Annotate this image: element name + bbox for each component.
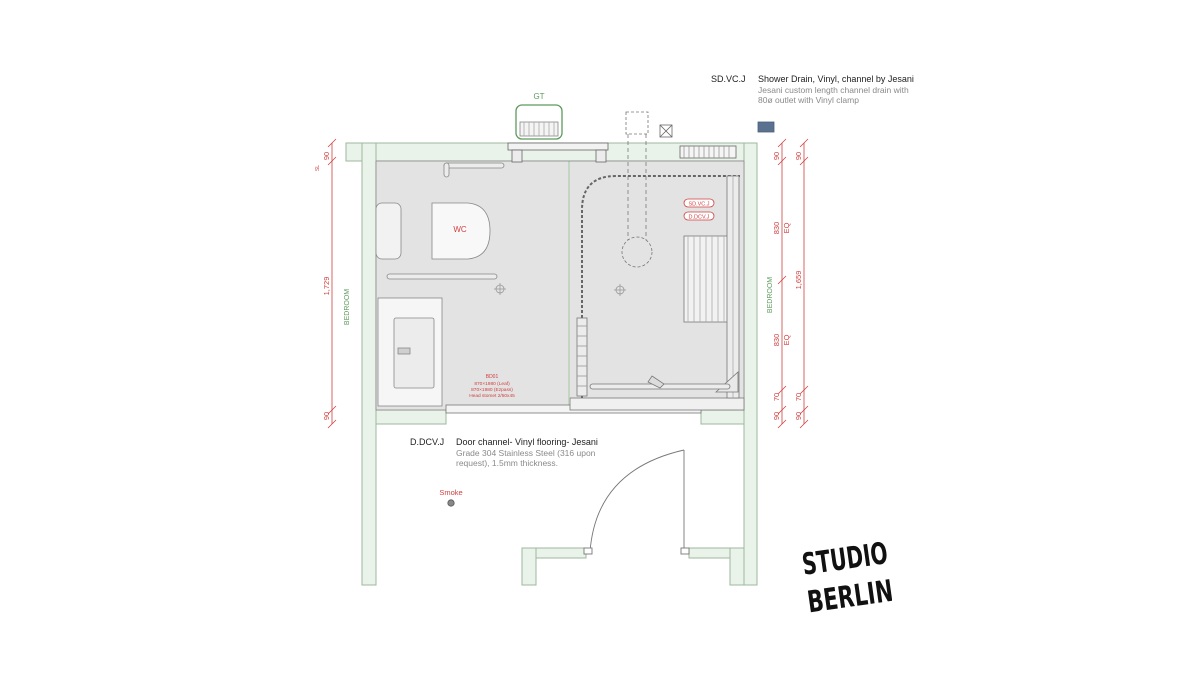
studio-berlin-logo: STUDIO BERLIN xyxy=(800,536,892,620)
dim-left-main: 1,729 xyxy=(322,277,331,296)
door-tag-line2: 870×1980 (Ezpass) xyxy=(471,387,513,393)
dim-ri-lower-eq: EQ xyxy=(782,334,791,345)
dim-ri-upper-value: 830 xyxy=(772,222,781,235)
dim-ri-top: 90 xyxy=(772,152,781,160)
door-channel-title: Door channel- Vinyl flooring- Jesani xyxy=(456,437,598,447)
door-tag-line1: 870×1980 (Leaf) xyxy=(474,381,510,387)
left-wall xyxy=(361,142,377,586)
right-wall xyxy=(743,142,758,586)
dimension-lines xyxy=(327,138,809,429)
door-swing-arc xyxy=(589,449,685,553)
partition-wall xyxy=(567,160,571,410)
grab-rail-lower xyxy=(386,273,498,280)
smoke-label: Smoke xyxy=(439,488,462,497)
vent-box-icon xyxy=(659,124,673,138)
door-channel-desc-1: Grade 304 Stainless Steel (316 upon xyxy=(456,448,596,458)
dim-ro-top: 90 xyxy=(794,152,803,160)
dim-ri-bottom: 90 xyxy=(772,412,781,420)
wc-fixtures xyxy=(375,162,506,407)
dim-ro-main: 1,659 xyxy=(794,271,803,290)
dim-ri-lower: 830 xyxy=(772,334,781,347)
shower-drain-title: Shower Drain, Vinyl, channel by Jesani xyxy=(758,74,914,84)
dim-ri-upper-eq: EQ xyxy=(782,222,791,233)
gt-unit-icon xyxy=(515,104,563,140)
shower-head-above xyxy=(625,111,649,135)
tag-sd-badge xyxy=(683,198,715,208)
shower-drain-code: SD.VC.J xyxy=(711,74,746,84)
gt-label: GT xyxy=(533,92,544,101)
corridor-wall-right-post xyxy=(729,547,745,586)
dim-left-side-mark: SL xyxy=(315,165,321,171)
dimension-text: 90 1,729 90 SL 90 830 EQ 830 EQ 70 90 90… xyxy=(315,152,803,420)
dim-left-top: 90 xyxy=(322,152,331,160)
bedroom-label-right: BEDROOM xyxy=(767,277,774,313)
dim-ri-low: 70 xyxy=(772,393,781,401)
top-items xyxy=(507,104,775,163)
tag-d-badge xyxy=(683,211,715,221)
grab-rail-upper xyxy=(443,162,505,169)
tag-d-text: D.DCV.J xyxy=(689,215,710,221)
dim-ro-low: 70 xyxy=(794,393,803,401)
lower-wall-left xyxy=(375,409,447,425)
dim-left-bottom: 90 xyxy=(322,412,331,420)
shower-threshold xyxy=(569,397,745,411)
smoke-detector-icon xyxy=(447,499,455,507)
toilet-bowl xyxy=(431,202,491,260)
basin xyxy=(393,317,435,389)
shower-mixer xyxy=(647,375,665,389)
door xyxy=(583,449,690,555)
shower-drain-desc-2: 80ø outlet with Vinyl clamp xyxy=(758,95,859,105)
door-channel-code: D.DCV.J xyxy=(410,437,445,447)
bedroom-label-left: BEDROOM xyxy=(344,289,351,325)
window xyxy=(507,142,609,151)
shower-rose xyxy=(621,236,653,268)
lower-wall-right xyxy=(700,409,745,425)
door-tag-line3: Head stomet 2/50x45 xyxy=(469,393,515,399)
shower-drain-desc-1: Jesani custom length channel drain with xyxy=(758,85,909,95)
drain-swatch-icon xyxy=(757,121,775,133)
dim-ro-bottom: 90 xyxy=(794,412,803,420)
radiator xyxy=(679,145,737,159)
shower-screen xyxy=(581,175,740,398)
door-channel-desc-2: request), 1.5mm thickness. xyxy=(456,458,559,468)
corridor-wall-left-post xyxy=(521,547,537,586)
towel-rail xyxy=(576,317,588,397)
cistern xyxy=(375,202,402,260)
door-tag-title: BD01 xyxy=(486,374,499,380)
tag-sd-text: SD.VC.J xyxy=(688,202,709,208)
shower-fixtures xyxy=(576,111,740,399)
basin-tap xyxy=(397,347,411,355)
dim-ri-upper: 830 xyxy=(772,222,781,235)
wc-label: WC xyxy=(453,225,467,234)
